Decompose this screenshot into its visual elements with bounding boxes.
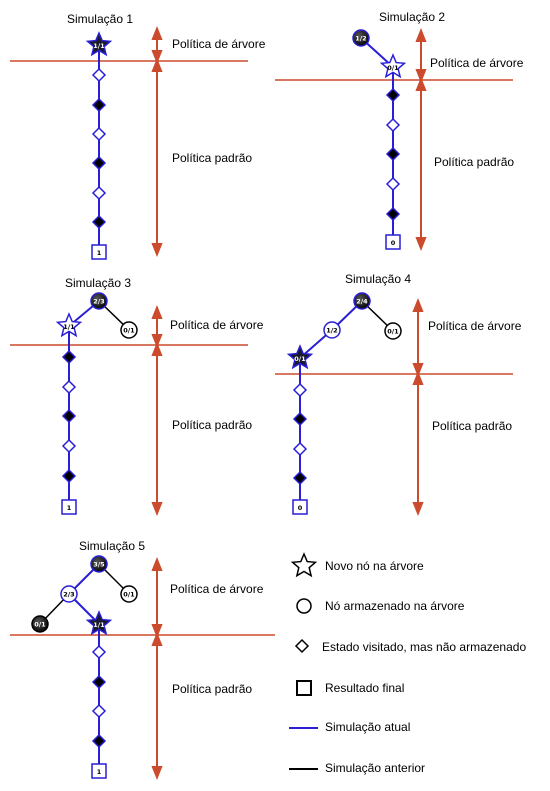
sim1-result-square [91,244,107,260]
sim4-node-right-label: 0/1 [387,327,399,335]
sim5-result-square-label: 1 [97,768,102,776]
sim1-visited-state-2 [91,97,107,113]
sim4-new-node-star [286,344,314,370]
sim4-root-node [353,292,371,310]
sim3-result-square-label: 1 [67,504,72,512]
sim5-node-left-label: 0/1 [34,620,46,628]
sim3-result-square [61,499,77,515]
sim2-visited-state-5 [385,206,401,222]
sim1-visited-state-1 [91,67,107,83]
legend-circle-icon [296,598,312,614]
sim2-visited-state-3 [385,146,401,162]
sim5-default-policy-label: Política padrão [172,682,252,696]
sim3-visited-state-1 [61,349,77,365]
sim1-tree-policy-label: Política de árvore [172,37,266,51]
sim4-node-left-label: 1/2 [326,326,337,334]
sim5-new-node-star [85,610,113,636]
sim4-title: Simulação 4 [345,272,411,286]
sim2-result-square-label: 0 [391,239,396,247]
sim5-visited-state-4 [91,733,107,749]
sim1-visited-state-4 [91,155,107,171]
sim2-root-node [352,29,370,47]
sim1-visited-state-6 [91,214,107,230]
sim4-result-square [292,499,308,515]
legend-current-sim-label: Simulação atual [325,720,410,734]
sim4-visited-state-1 [292,382,308,398]
sim4-result-square-label: 0 [298,504,303,512]
sim1-title: Simulação 1 [67,12,133,26]
sim1-new-node-star [85,31,113,57]
sim5-node-mid [60,585,78,603]
sim4-new-node-star-label: 0/1 [294,355,306,363]
sim4-visited-state-4 [292,470,308,486]
sim2-title: Simulação 2 [379,10,445,24]
sim5-visited-state-1 [91,644,107,660]
legend-diamond-icon [294,638,310,654]
sim5-title: Simulação 5 [79,539,145,553]
sim1-visited-state-3 [91,126,107,142]
sim3-visited-state-2 [61,379,77,395]
sim5-visited-state-2 [91,674,107,690]
sim5-node-mid-label: 2/3 [63,590,74,598]
sim2-tree-policy-label: Política de árvore [430,56,524,70]
sim3-new-node-star [55,312,83,338]
sim3-visited-state-3 [61,408,77,424]
sim2-default-policy-label: Política padrão [434,155,514,169]
sim4-tree-policy-label: Política de árvore [428,319,522,333]
sim3-tree-policy-label: Política de árvore [170,318,264,332]
sim5-visited-state-3 [91,703,107,719]
sim5-node-right [120,585,138,603]
sim4-node-right [384,322,402,340]
sim3-visited-state-4 [61,438,77,454]
sim4-default-policy-label: Política padrão [432,419,512,433]
sim3-root-node-label: 2/3 [93,297,104,305]
legend-final-result-label: Resultado final [325,681,404,695]
sim2-new-node-star [379,53,407,79]
sim3-default-policy-label: Política padrão [172,418,252,432]
sim3-new-node-star-label: 1/1 [63,323,75,331]
sim5-new-node-star-label: 1/1 [93,621,105,629]
sim5-node-right-label: 0/1 [123,590,135,598]
sim2-visited-state-1 [385,87,401,103]
sim5-result-square [91,763,107,779]
sim5-root-node [90,555,108,573]
sim2-root-node-label: 1/2 [355,34,366,42]
legend-star-icon [290,552,318,578]
sim1-visited-state-5 [91,185,107,201]
sim1-result-square-label: 1 [97,249,102,257]
legend-square-icon [296,680,312,696]
sim3-title: Simulação 3 [65,276,131,290]
sim3-node-right-label: 0/1 [123,326,135,334]
sim5-tree-policy-label: Política de árvore [170,582,264,596]
sim3-visited-state-5 [61,468,77,484]
sim5-node-left [31,615,49,633]
sim2-new-node-star-label: 0/1 [387,64,399,72]
sim4-visited-state-3 [292,441,308,457]
sim2-visited-state-2 [385,117,401,133]
sim2-visited-state-4 [385,176,401,192]
sim1-default-policy-label: Política padrão [172,151,252,165]
legend-visited-state-label: Estado visitado, mas não armazenado [322,640,526,654]
sim3-node-right [120,321,138,339]
sim4-node-left [323,321,341,339]
sim2-result-square [385,234,401,250]
sim4-root-node-label: 2/4 [356,297,368,305]
legend-previous-sim-label: Simulação anterior [325,761,425,775]
sim5-root-node-label: 3/5 [93,560,105,568]
sim4-visited-state-2 [292,411,308,427]
sim3-root-node [90,292,108,310]
legend-new-node-label: Novo nó na árvore [325,559,424,573]
legend-stored-node-label: Nó armazenado na árvore [325,599,465,613]
sim1-new-node-star-label: 1/1 [93,42,105,50]
